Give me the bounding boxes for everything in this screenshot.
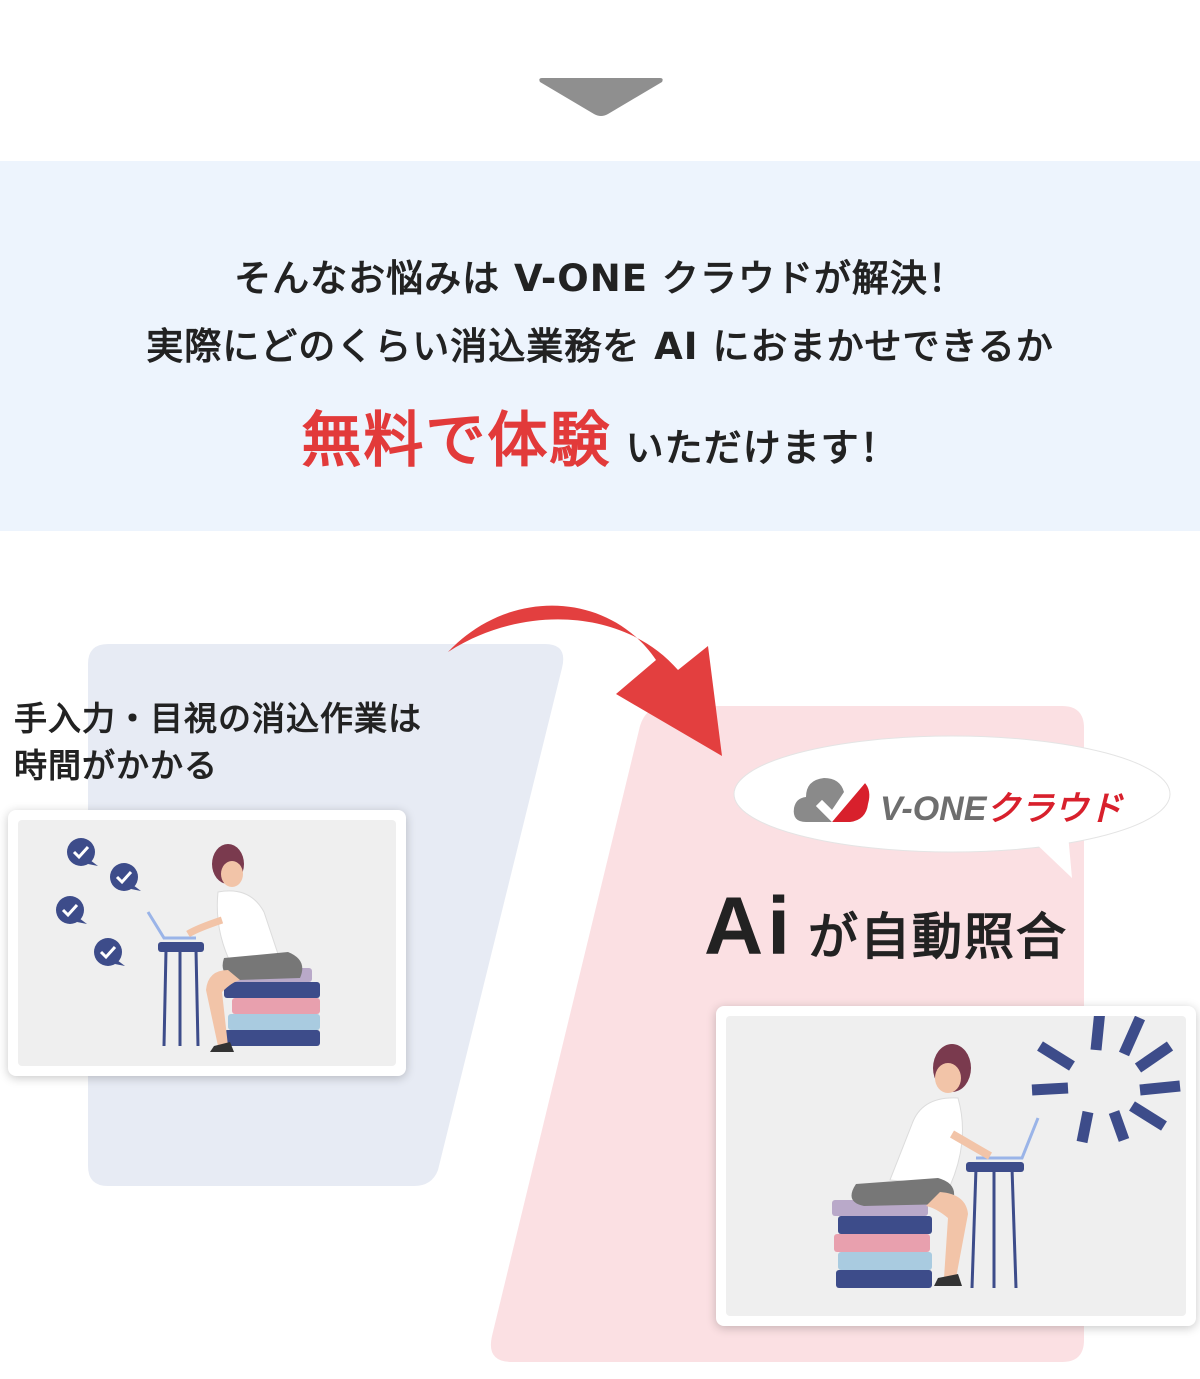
ai-work-illustration xyxy=(726,1009,1186,1316)
check-bubble-icon xyxy=(56,896,87,924)
banner-line-2: 実際にどのくらい消込業務を AI におまかせできるか xyxy=(146,325,1054,368)
ai-label: Ai xyxy=(704,881,794,972)
intro-banner xyxy=(0,161,1200,531)
check-bubble-icon xyxy=(94,938,125,966)
free-trial-highlight: 無料で体験 xyxy=(301,406,612,476)
ai-label-rest: が自動照合 xyxy=(808,908,1068,966)
manual-work-illustration xyxy=(18,820,396,1066)
logo-text-latin: V-ONE xyxy=(880,790,987,828)
manual-work-card xyxy=(8,810,406,1076)
banner-line-3-rest: いただけます！ xyxy=(611,426,899,470)
check-bubble-icon xyxy=(67,838,98,866)
chevron-down-icon xyxy=(539,78,663,116)
ai-work-card xyxy=(716,1006,1196,1326)
transition-arrow-icon xyxy=(448,605,722,756)
check-bubble-icon xyxy=(110,863,141,891)
left-caption-line-1: 手入力・目視の消込作業は xyxy=(14,699,422,738)
left-caption: 手入力・目視の消込作業は 時間がかかる xyxy=(14,696,422,790)
banner-line-3: 無料で体験 いただけます！ xyxy=(0,392,1200,479)
left-caption-line-2: 時間がかかる xyxy=(14,745,218,785)
banner-line-1: そんなお悩みは V-ONE クラウドが解決！ xyxy=(234,257,966,300)
logo-speech-bubble xyxy=(733,735,1171,878)
loading-spinner-icon xyxy=(1031,1009,1181,1144)
v-one-cloud-logo-text: V-ONEクラウド xyxy=(880,781,1122,830)
logo-text-kana: クラウド xyxy=(986,790,1123,828)
v-one-cloud-logo-icon xyxy=(793,776,870,822)
